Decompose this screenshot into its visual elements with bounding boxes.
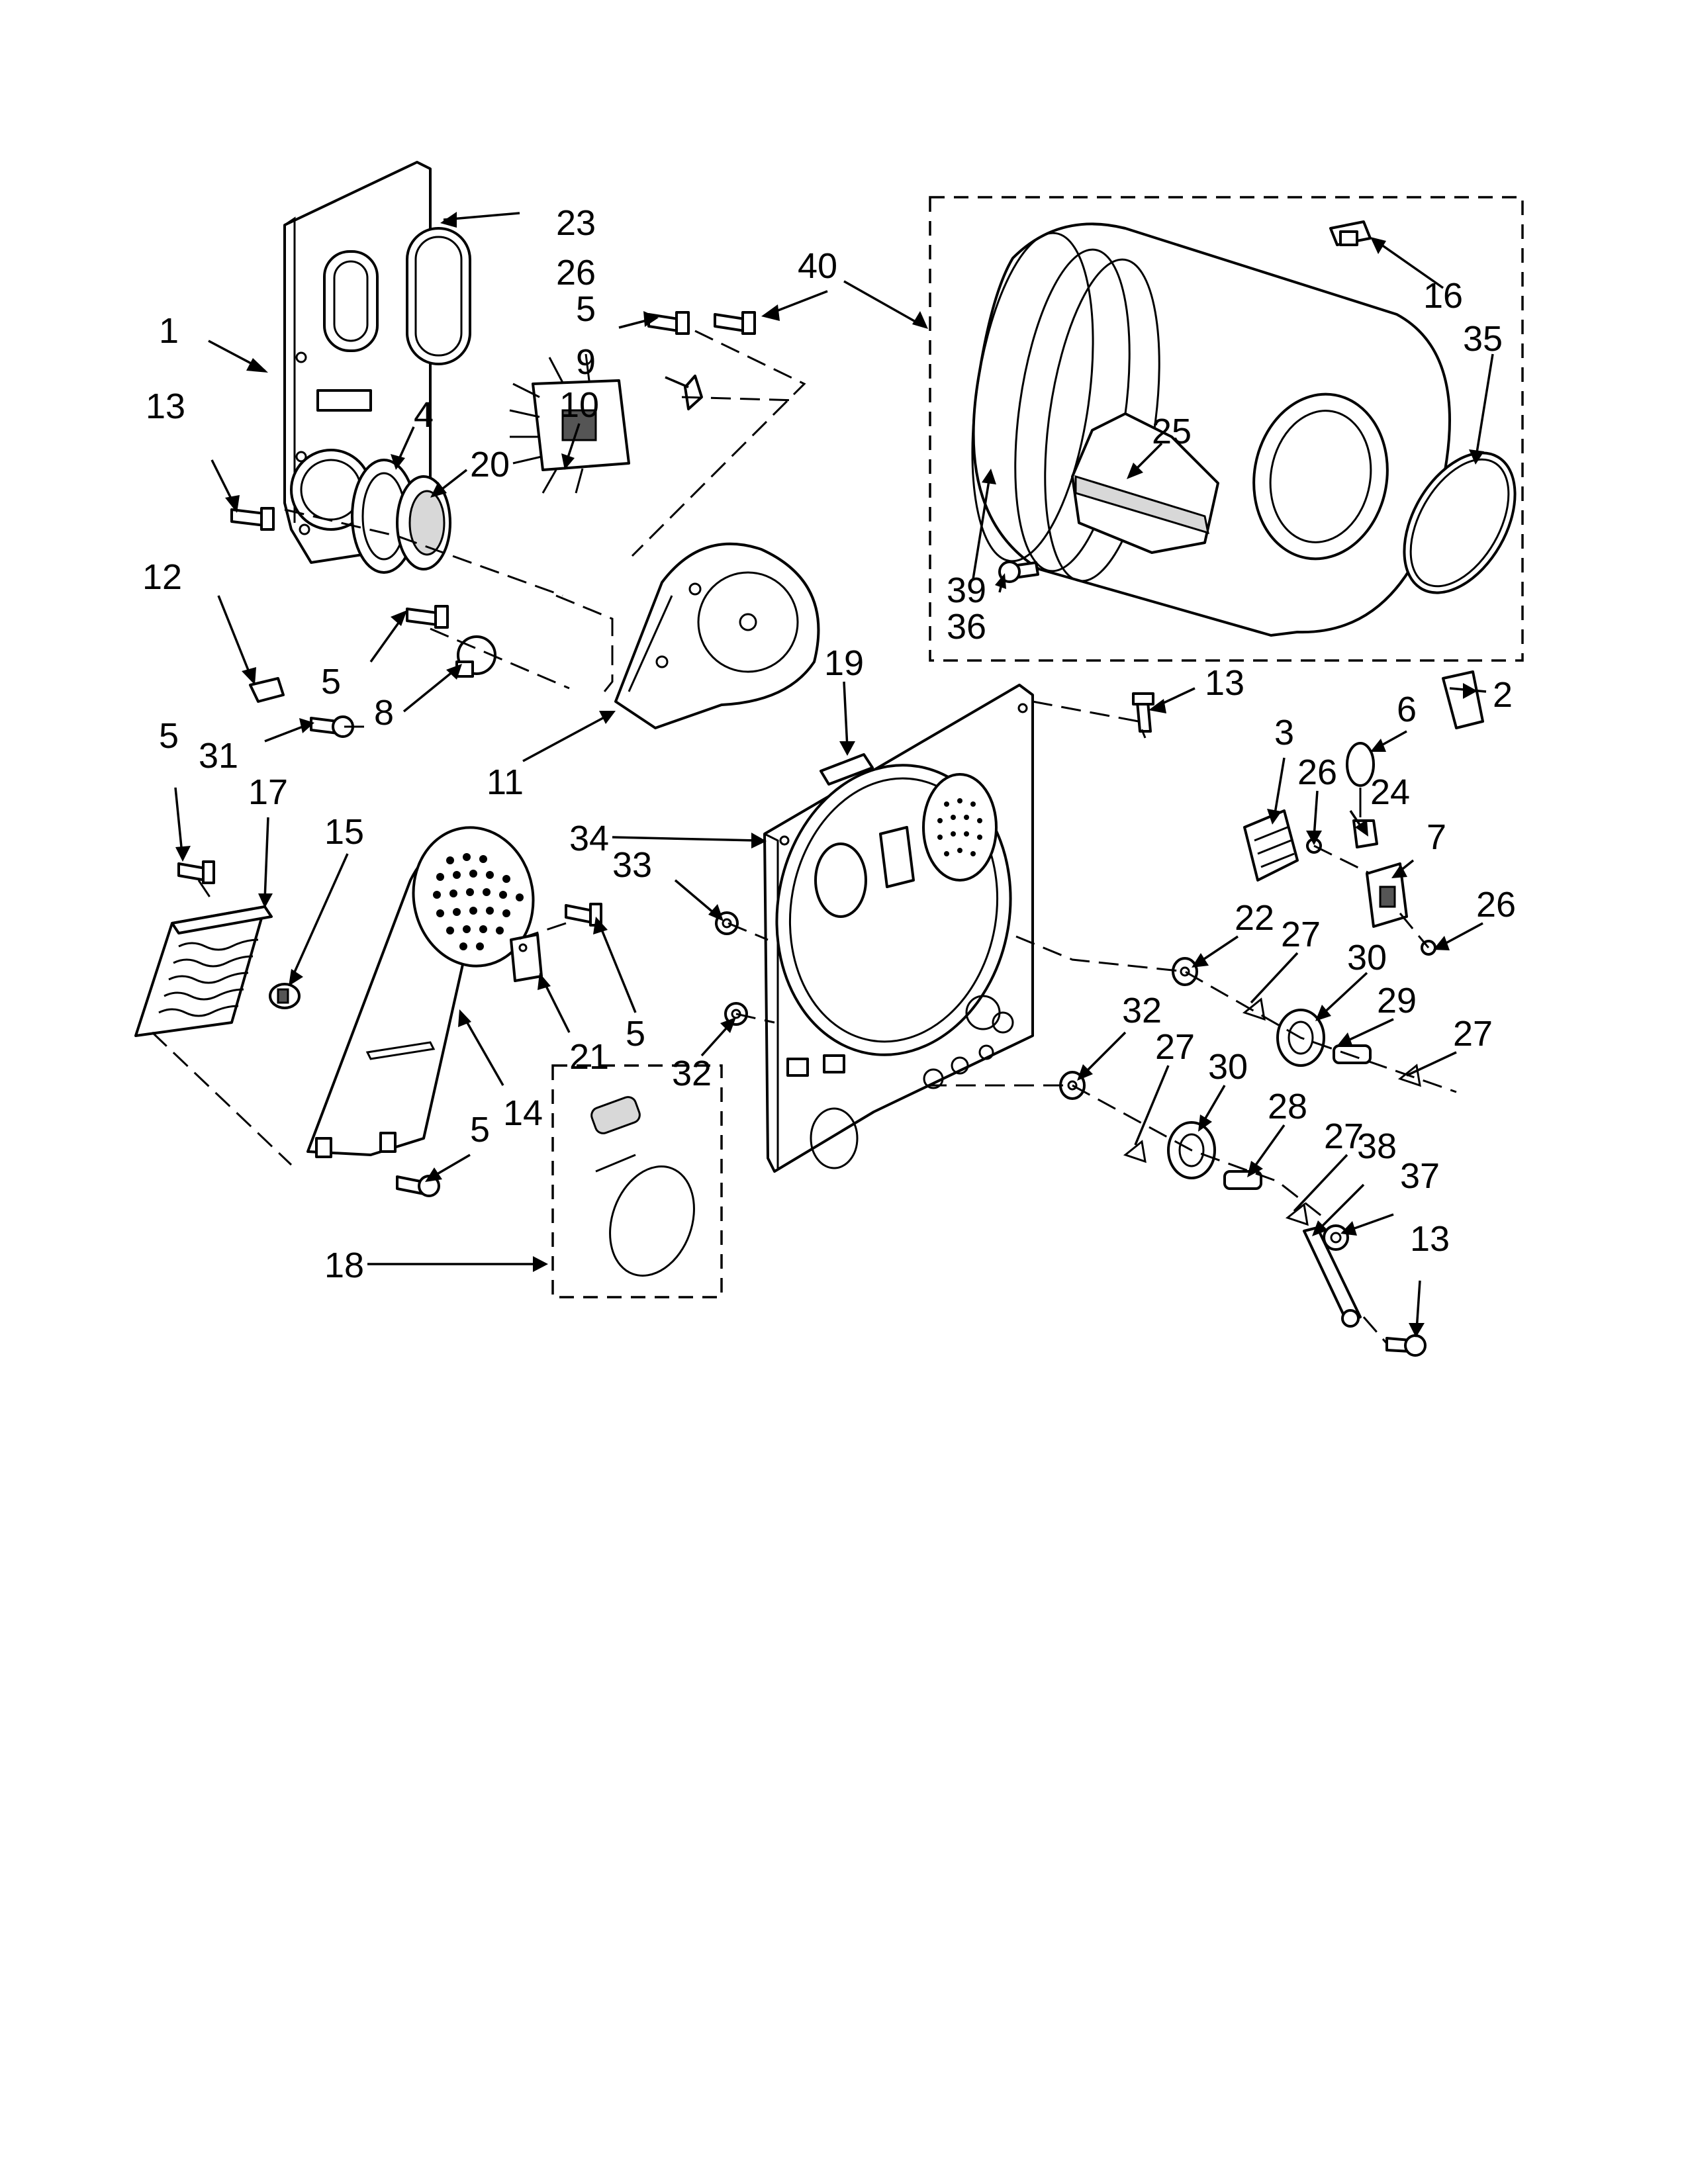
part-screw-5-mid xyxy=(406,605,449,629)
part-blower-housing xyxy=(614,542,820,729)
leader-lines xyxy=(174,212,1494,1338)
callout-1: 1 xyxy=(159,311,179,351)
part-clip-16 xyxy=(1329,220,1372,246)
kit-box-40 xyxy=(929,196,1524,662)
callout-32-right: 32 xyxy=(1122,991,1162,1030)
callout-28: 28 xyxy=(1268,1087,1307,1126)
callout-35: 35 xyxy=(1463,319,1503,359)
part-screw-13-left xyxy=(230,507,275,531)
callout-36: 36 xyxy=(947,607,986,647)
kit-box-18 xyxy=(551,1064,723,1298)
callout-9: 9 xyxy=(576,342,596,382)
part-screw-13-right xyxy=(1132,692,1154,733)
callout-13-bottom: 13 xyxy=(1410,1219,1450,1259)
part-bulb-6 xyxy=(1346,742,1375,817)
callout-30-bottom: 30 xyxy=(1208,1047,1248,1087)
part-heater-17 xyxy=(134,905,273,1037)
part-front-bulkhead-34 xyxy=(763,684,1034,1173)
callout-14: 14 xyxy=(503,1093,543,1133)
callout-39: 39 xyxy=(947,570,986,610)
callout-5-mid: 5 xyxy=(321,662,341,702)
part-fuse-15 xyxy=(269,983,301,1009)
part-idler-38 xyxy=(1303,1226,1362,1328)
callout-6: 6 xyxy=(1397,690,1417,729)
part-drum-40 xyxy=(971,222,1451,637)
part-clip-12 xyxy=(249,677,285,703)
callout-2: 2 xyxy=(1493,675,1513,715)
callout-23: 23 xyxy=(556,203,596,243)
callout-26-top: 26 xyxy=(556,253,596,293)
part-bracket-7 xyxy=(1366,862,1408,928)
callout-33: 33 xyxy=(612,845,652,885)
callout-3: 3 xyxy=(1274,713,1294,752)
callout-7: 7 xyxy=(1427,817,1446,857)
part-switch-3 xyxy=(1243,809,1299,882)
part-clip-9 xyxy=(684,375,703,410)
part-shaft-29 xyxy=(1333,1044,1372,1064)
callout-27-d: 27 xyxy=(1324,1116,1364,1156)
callout-8: 8 xyxy=(374,693,394,733)
callout-40: 40 xyxy=(798,246,837,286)
dashed-assembly-lines xyxy=(151,330,1457,1344)
part-bearing-4-20 xyxy=(351,459,451,574)
small-triangle-markers xyxy=(1123,997,1421,1226)
callout-34: 34 xyxy=(569,819,609,858)
part-rear-bulkhead xyxy=(283,161,432,564)
callout-22: 22 xyxy=(1235,898,1274,938)
part-screw-31 xyxy=(310,715,354,738)
callout-20: 20 xyxy=(470,445,510,484)
callout-19: 19 xyxy=(824,643,864,683)
callout-24: 24 xyxy=(1370,772,1410,812)
callout-11: 11 xyxy=(487,762,524,802)
part-seal-35 xyxy=(1403,451,1517,594)
callout-4: 4 xyxy=(414,395,434,435)
callout-27-a: 27 xyxy=(1281,915,1321,954)
part-screw-5-bottom xyxy=(396,1175,440,1197)
part-screw-5-top xyxy=(647,311,690,335)
callout-16: 16 xyxy=(1423,276,1463,316)
part-blower-wheel xyxy=(509,353,630,494)
callout-5-heater: 5 xyxy=(159,716,179,756)
part-washer-22 xyxy=(1172,957,1198,986)
callout-27-c: 27 xyxy=(1155,1027,1195,1067)
callout-10: 10 xyxy=(559,385,599,425)
callout-15: 15 xyxy=(324,812,364,852)
part-wiring-18 xyxy=(590,1096,695,1277)
part-screw-26-top xyxy=(714,311,756,335)
callout-17: 17 xyxy=(248,772,288,812)
callout-38: 38 xyxy=(1357,1126,1397,1166)
callout-26-bracket: 26 xyxy=(1476,885,1516,925)
part-pulley-37 xyxy=(1323,1224,1349,1251)
callout-12: 12 xyxy=(142,557,182,597)
part-screw-13-bottom xyxy=(1385,1334,1427,1357)
callout-31: 31 xyxy=(199,736,238,776)
callout-13-left: 13 xyxy=(146,387,185,426)
callout-29: 29 xyxy=(1377,981,1417,1021)
part-bracket-21 xyxy=(510,933,543,982)
callout-5-bottom: 5 xyxy=(470,1110,490,1150)
part-shaft-28 xyxy=(1223,1170,1262,1190)
callout-30-top: 30 xyxy=(1347,938,1387,978)
callout-5-duct: 5 xyxy=(626,1014,645,1054)
callout-25: 25 xyxy=(1152,412,1192,451)
callout-5-top: 5 xyxy=(576,289,596,329)
part-cover-2 xyxy=(1442,670,1484,729)
callout-13-right: 13 xyxy=(1205,663,1244,703)
part-exhaust-duct-14 xyxy=(306,826,535,1158)
callout-37: 37 xyxy=(1400,1156,1440,1196)
part-screw-5-heater xyxy=(177,860,215,884)
part-seal-23 xyxy=(406,227,471,365)
callout-18: 18 xyxy=(324,1246,364,1285)
callout-27-b: 27 xyxy=(1453,1014,1493,1054)
callout-labels: 1 2 3 4 5 5 5 5 5 6 7 8 9 10 11 12 13 13… xyxy=(142,203,1516,1285)
callout-32-left: 32 xyxy=(672,1054,712,1093)
callout-21: 21 xyxy=(569,1037,609,1077)
part-pad-19 xyxy=(820,753,874,786)
callout-26-switch: 26 xyxy=(1297,752,1337,792)
